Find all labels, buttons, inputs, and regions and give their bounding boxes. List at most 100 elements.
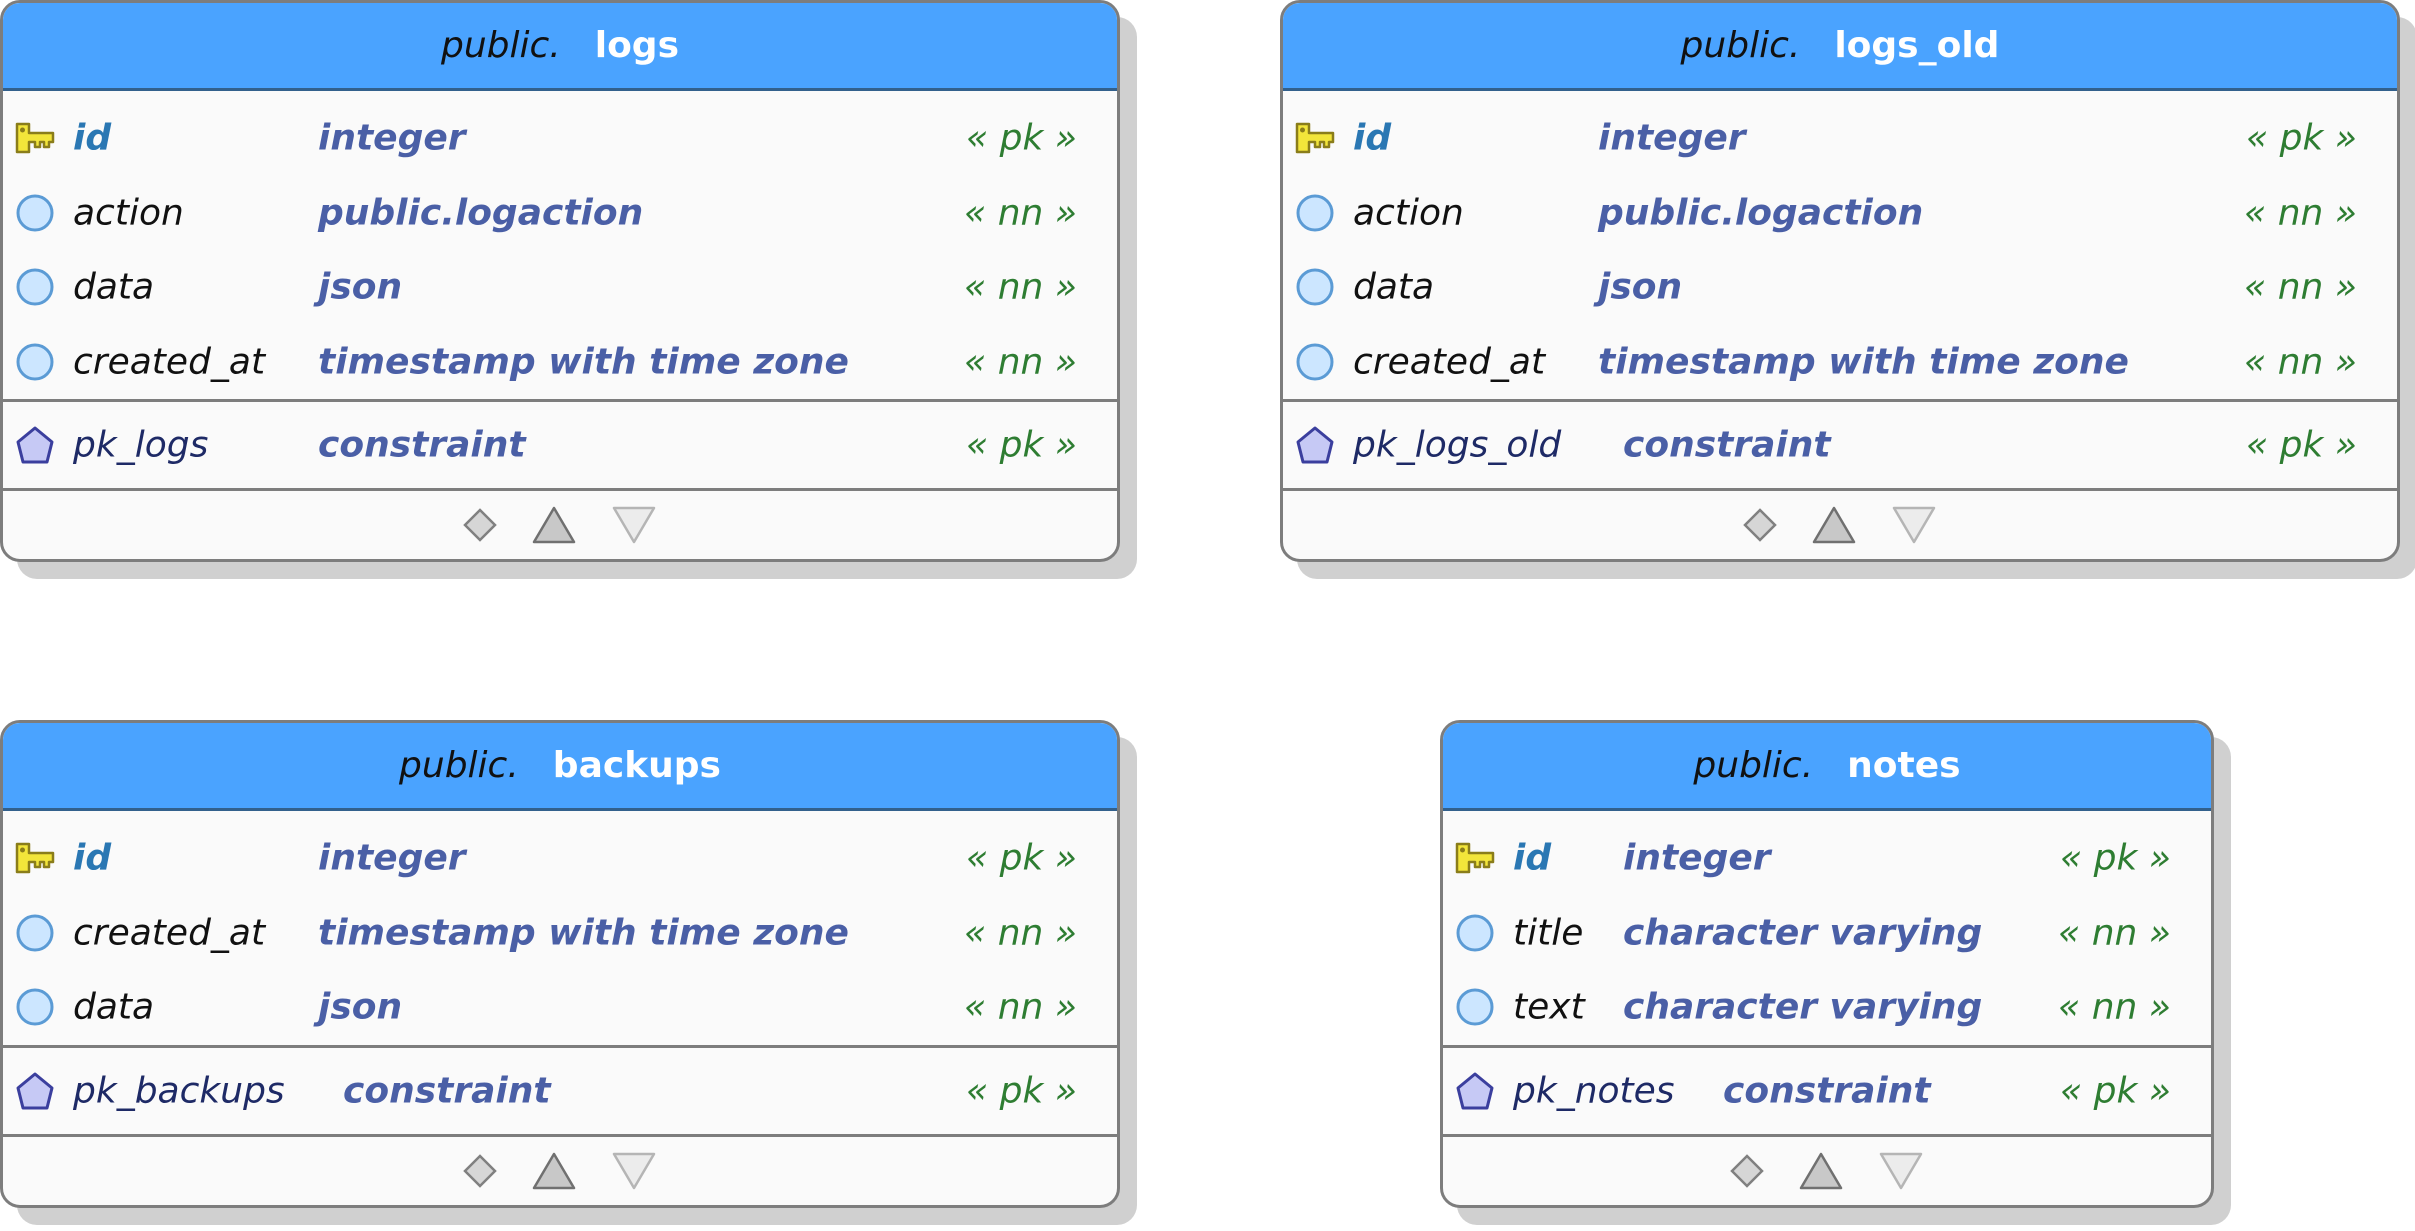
column-type: character varying bbox=[1623, 912, 1983, 954]
expand-down-icon[interactable] bbox=[611, 1151, 657, 1191]
constraint-pentagon-icon bbox=[15, 1071, 55, 1111]
column-row[interactable]: created_at timestamp with time zone « nn… bbox=[1283, 325, 2397, 400]
column-type: json bbox=[318, 266, 403, 308]
column-circle-icon bbox=[1295, 342, 1335, 382]
table-logs[interactable]: public. logs id integer « pk » action pu… bbox=[0, 0, 1120, 562]
column-flag: « nn » bbox=[2244, 266, 2357, 308]
column-flag: « nn » bbox=[2244, 341, 2357, 383]
constraint-name: pk_logs_old bbox=[1353, 424, 1562, 466]
constraint-row[interactable]: pk_logs constraint « pk » bbox=[3, 399, 1117, 488]
column-flag: « nn » bbox=[964, 986, 1077, 1028]
collapse-up-icon[interactable] bbox=[1798, 1151, 1844, 1191]
constraint-row[interactable]: pk_logs_old constraint « pk » bbox=[1283, 399, 2397, 488]
column-row[interactable]: text character varying « nn » bbox=[1443, 970, 2211, 1045]
table-schema: public. bbox=[399, 745, 519, 786]
expand-down-icon[interactable] bbox=[611, 505, 657, 545]
table-logs-old[interactable]: public. logs_old id integer « pk » actio… bbox=[1280, 0, 2400, 562]
table-backups[interactable]: public. backups id integer « pk » create… bbox=[0, 720, 1120, 1208]
table-schema: public. bbox=[440, 25, 561, 66]
column-row[interactable]: action public.logaction « nn » bbox=[1283, 176, 2397, 251]
column-name: text bbox=[1513, 986, 1585, 1028]
column-name: data bbox=[73, 266, 155, 308]
constraint-pentagon-icon bbox=[1295, 425, 1335, 465]
column-name: id bbox=[73, 117, 112, 159]
toggle-diamond-icon[interactable] bbox=[1743, 508, 1777, 542]
column-row[interactable]: created_at timestamp with time zone « nn… bbox=[3, 896, 1117, 971]
collapse-up-icon[interactable] bbox=[531, 505, 577, 545]
columns-section: id integer « pk » created_at timestamp w… bbox=[3, 811, 1117, 1045]
column-name: created_at bbox=[73, 341, 266, 383]
column-row[interactable]: data json « nn » bbox=[1283, 250, 2397, 325]
column-name: created_at bbox=[1353, 341, 1546, 383]
column-circle-icon bbox=[15, 342, 55, 382]
table-notes[interactable]: public. notes id integer « pk » title ch… bbox=[1440, 720, 2214, 1208]
column-type: json bbox=[318, 986, 403, 1028]
column-row[interactable]: id integer « pk » bbox=[1443, 821, 2211, 896]
key-icon bbox=[1455, 838, 1495, 878]
column-type: public.logaction bbox=[318, 192, 644, 234]
toggle-diamond-icon[interactable] bbox=[1730, 1153, 1764, 1188]
key-icon bbox=[1295, 118, 1335, 158]
key-icon bbox=[15, 838, 55, 878]
constraint-type: constraint bbox=[343, 1070, 551, 1111]
column-type: character varying bbox=[1623, 986, 1983, 1028]
column-type: integer bbox=[318, 117, 466, 159]
constraint-row[interactable]: pk_notes constraint « pk » bbox=[1443, 1044, 2211, 1134]
column-flag: « nn » bbox=[2058, 986, 2171, 1028]
column-row[interactable]: data json « nn » bbox=[3, 250, 1117, 325]
table-name: notes bbox=[1847, 745, 1961, 786]
column-circle-icon bbox=[1455, 913, 1495, 953]
table-footer bbox=[1443, 1133, 2211, 1205]
constraint-type: constraint bbox=[1623, 424, 1831, 466]
column-name: id bbox=[1513, 837, 1552, 879]
column-flag: « nn » bbox=[2058, 912, 2171, 954]
constraint-flag: « pk » bbox=[965, 424, 1077, 466]
table-header[interactable]: public. logs_old bbox=[1283, 3, 2397, 91]
column-flag: « nn » bbox=[2244, 192, 2357, 234]
table-footer bbox=[3, 488, 1117, 559]
column-flag: « pk » bbox=[2245, 117, 2357, 159]
key-icon bbox=[15, 118, 55, 158]
column-circle-icon bbox=[15, 267, 55, 307]
column-type: json bbox=[1598, 266, 1683, 308]
table-header[interactable]: public. backups bbox=[3, 723, 1117, 811]
constraint-type: constraint bbox=[1723, 1070, 1931, 1111]
constraint-flag: « pk » bbox=[2245, 424, 2357, 466]
columns-section: id integer « pk » action public.logactio… bbox=[1283, 91, 2397, 399]
column-name: data bbox=[1353, 266, 1435, 308]
column-name: action bbox=[73, 192, 184, 234]
table-name: logs_old bbox=[1834, 25, 2000, 66]
column-row[interactable]: id integer « pk » bbox=[3, 101, 1117, 176]
column-row[interactable]: action public.logaction « nn » bbox=[3, 176, 1117, 251]
table-name: logs bbox=[594, 25, 680, 66]
columns-section: id integer « pk » action public.logactio… bbox=[3, 91, 1117, 399]
column-type: timestamp with time zone bbox=[318, 341, 849, 383]
collapse-up-icon[interactable] bbox=[531, 1151, 577, 1191]
column-row[interactable]: id integer « pk » bbox=[1283, 101, 2397, 176]
column-row[interactable]: data json « nn » bbox=[3, 970, 1117, 1045]
constraint-row[interactable]: pk_backups constraint « pk » bbox=[3, 1044, 1117, 1134]
collapse-up-icon[interactable] bbox=[1811, 505, 1857, 545]
table-header[interactable]: public. notes bbox=[1443, 723, 2211, 811]
expand-down-icon[interactable] bbox=[1878, 1151, 1924, 1191]
expand-down-icon[interactable] bbox=[1891, 505, 1937, 545]
columns-section: id integer « pk » title character varyin… bbox=[1443, 811, 2211, 1045]
column-flag: « pk » bbox=[2059, 837, 2171, 879]
column-circle-icon bbox=[15, 987, 55, 1027]
column-row[interactable]: id integer « pk » bbox=[3, 821, 1117, 896]
column-row[interactable]: created_at timestamp with time zone « nn… bbox=[3, 325, 1117, 400]
column-flag: « nn » bbox=[964, 266, 1077, 308]
column-name: created_at bbox=[73, 912, 266, 954]
column-type: integer bbox=[318, 837, 466, 879]
table-footer bbox=[1283, 488, 2397, 559]
table-schema: public. bbox=[1680, 25, 1801, 66]
toggle-diamond-icon[interactable] bbox=[463, 508, 497, 542]
column-name: id bbox=[73, 837, 112, 879]
column-name: action bbox=[1353, 192, 1464, 234]
constraint-name: pk_notes bbox=[1513, 1070, 1675, 1111]
table-name: backups bbox=[552, 745, 721, 786]
table-header[interactable]: public. logs bbox=[3, 3, 1117, 91]
column-row[interactable]: title character varying « nn » bbox=[1443, 896, 2211, 971]
constraint-name: pk_logs bbox=[73, 424, 209, 466]
toggle-diamond-icon[interactable] bbox=[463, 1153, 497, 1188]
